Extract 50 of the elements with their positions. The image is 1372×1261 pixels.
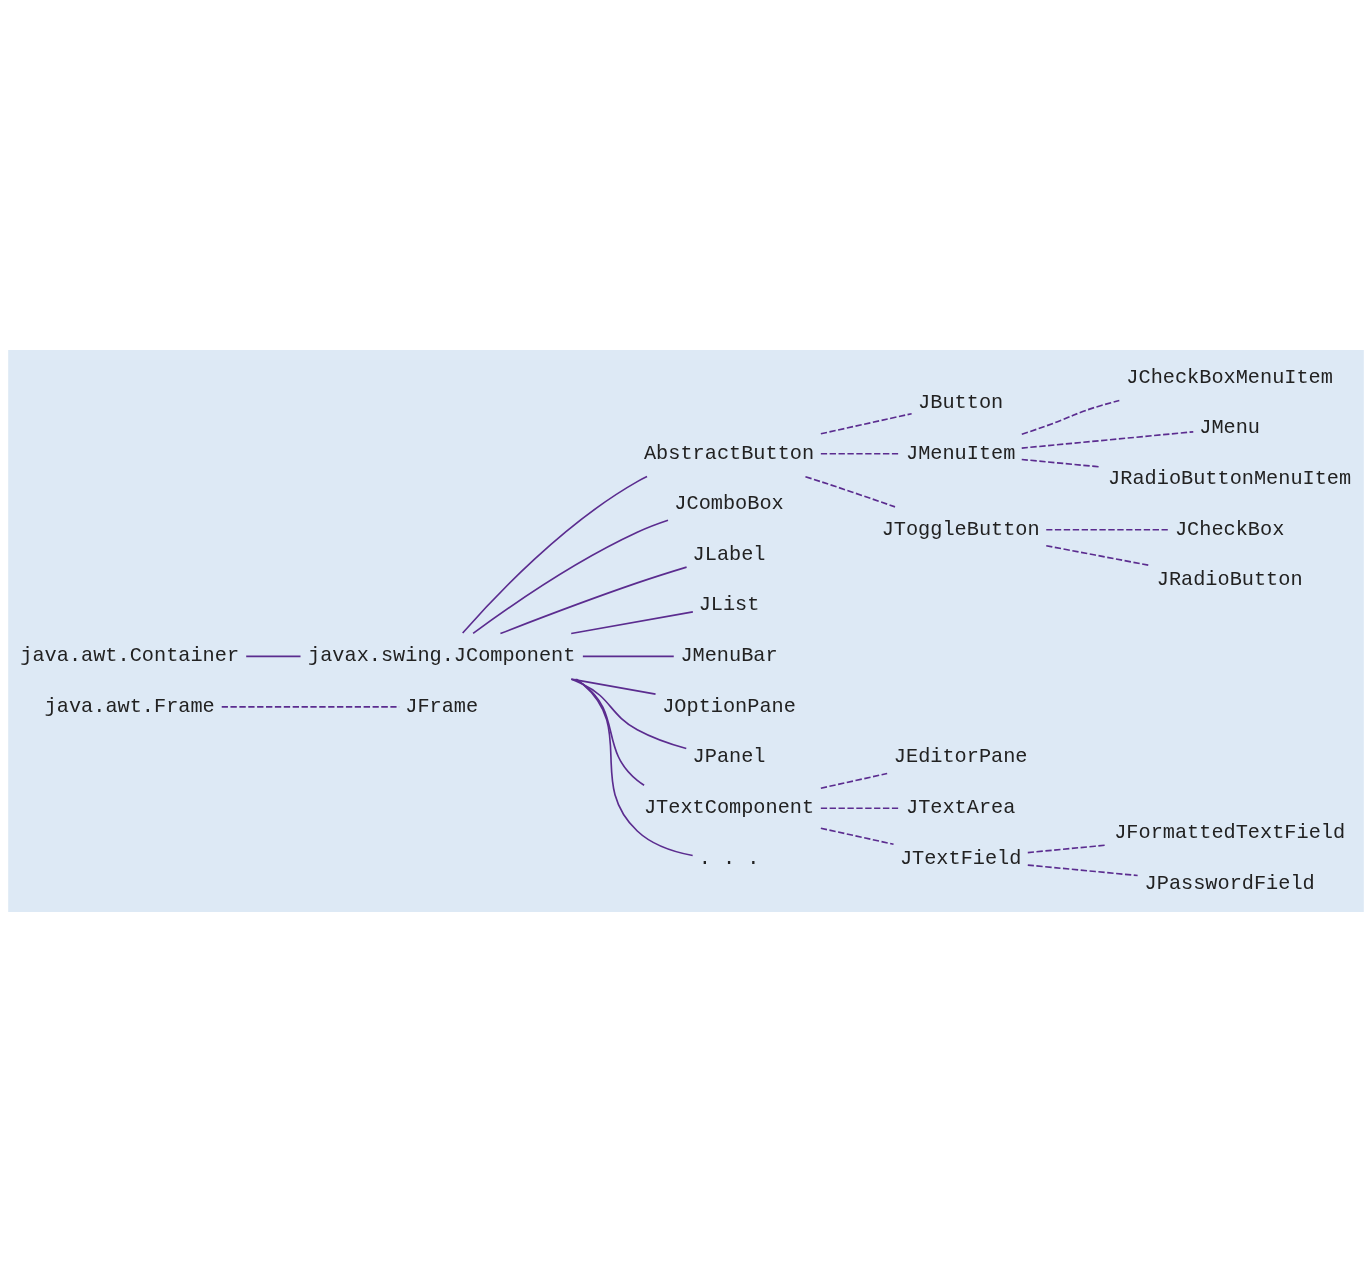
node-text: java.awt.Frame: [44, 694, 215, 718]
node-text: AbstractButton: [643, 441, 815, 465]
connector: [245, 655, 302, 657]
connector: [1020, 430, 1195, 449]
node-text: JRadioButton: [1156, 567, 1303, 591]
node-text: JFrame: [405, 694, 479, 718]
node-text: JOptionPane: [662, 694, 796, 718]
node-text: JTextArea: [905, 795, 1016, 819]
node-text: javax.swing.JComponent: [308, 643, 576, 667]
connector: [1045, 544, 1151, 566]
connector: [1020, 458, 1101, 468]
node-text: . . .: [698, 846, 760, 870]
node-text: java.awt.Container: [20, 643, 240, 667]
connector: [1021, 399, 1121, 435]
node-text: JEditorPane: [893, 744, 1028, 768]
node-text: JPasswordField: [1144, 871, 1315, 895]
connector: [820, 826, 895, 845]
connector: [804, 475, 896, 508]
connector: [220, 705, 400, 708]
connector: [570, 677, 657, 695]
node-text: JPanel: [692, 744, 766, 768]
node-text: JFormattedTextField: [1114, 820, 1346, 844]
connector: [1026, 863, 1139, 876]
node-text: JMenuItem: [905, 441, 1016, 465]
connector: [582, 655, 675, 657]
connector: [1045, 528, 1170, 531]
node-text: JRadioButtonMenuItem: [1108, 466, 1352, 490]
node-text: JToggleButton: [881, 517, 1040, 541]
connector: [499, 565, 688, 634]
node-text: JTextComponent: [643, 795, 815, 819]
node-text: JCheckBox: [1174, 517, 1285, 541]
node-text: JComboBox: [674, 491, 784, 515]
node-text: JList: [698, 592, 760, 616]
node-text: JCheckBoxMenuItem: [1126, 365, 1333, 389]
connector: [820, 806, 901, 809]
connector: [820, 772, 888, 789]
connector: [570, 677, 688, 749]
node-text: JButton: [918, 390, 1004, 414]
node-text: JMenuBar: [680, 643, 778, 667]
connector: [472, 519, 669, 634]
node-text: JMenu: [1199, 415, 1261, 439]
connector: [574, 677, 645, 786]
connector: [575, 677, 694, 856]
node-text: JTextField: [899, 846, 1022, 870]
connector: [820, 452, 901, 455]
connector: [820, 412, 913, 435]
node-text: JLabel: [692, 542, 766, 566]
connector: [1026, 843, 1108, 853]
connector: [570, 610, 694, 634]
connector: [461, 475, 648, 634]
